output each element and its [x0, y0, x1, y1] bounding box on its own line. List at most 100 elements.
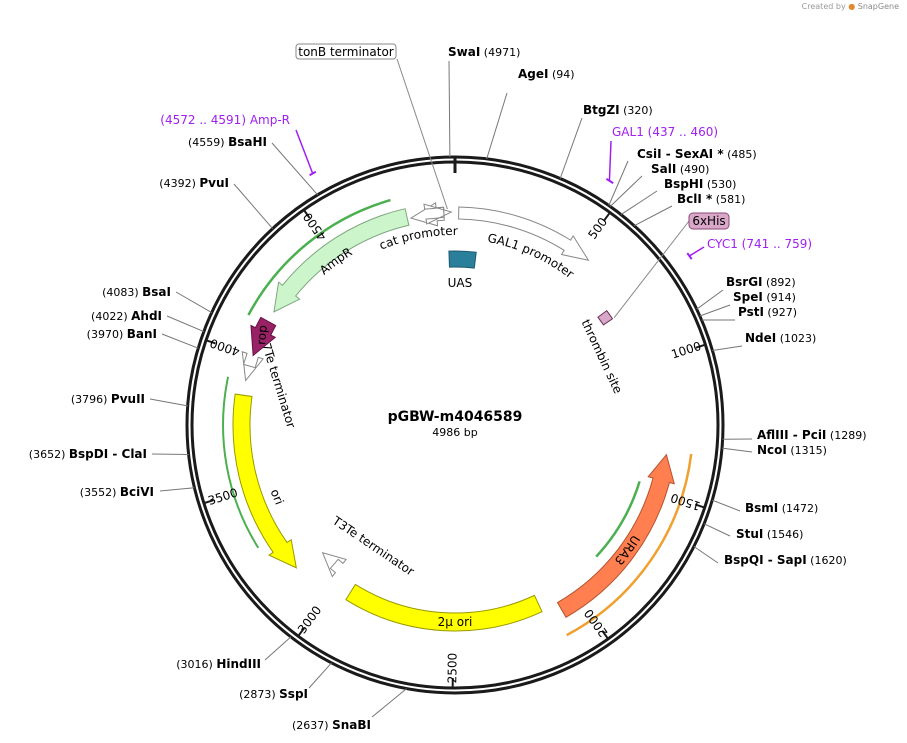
snapgene-logo-icon: ● — [848, 2, 856, 11]
primer-name: GAL1 — [612, 125, 644, 139]
ura3-orf-track — [595, 481, 641, 558]
primer-label: (4572 .. 4591) Amp-R — [160, 113, 290, 127]
site-leader — [699, 304, 731, 317]
site-leader — [448, 60, 451, 158]
site-leader — [371, 688, 407, 718]
gal1-promoter-arrow — [458, 206, 590, 261]
site-leader — [159, 487, 195, 492]
site-position: (3796) — [71, 393, 111, 406]
site-name-secondary: - ClaI — [108, 447, 147, 461]
site-name: SwaI — [448, 45, 480, 59]
site-leader — [696, 289, 724, 310]
restriction-site: (3652) BspDI - ClaI — [29, 447, 147, 461]
primer-range: (4572 .. 4591) — [160, 113, 250, 127]
restriction-site: BtgZI (320) — [583, 103, 653, 117]
primer-label: CYC1 (741 .. 759) — [707, 237, 812, 251]
primer-leader — [295, 129, 314, 174]
restriction-site: AgeI (94) — [518, 67, 575, 81]
site-name: BsrGI — [726, 275, 763, 289]
site-name: SspI — [279, 687, 308, 701]
tick-mark — [297, 627, 305, 636]
site-leader — [703, 523, 731, 537]
tick-mark — [695, 343, 705, 349]
restriction-site: (3016) HindIII — [176, 657, 261, 671]
site-name: NcoI — [757, 443, 787, 457]
site-position: (94) — [548, 68, 574, 81]
site-name: SpeI — [733, 290, 763, 304]
site-leader — [161, 333, 199, 349]
site-name: HindIII — [216, 657, 261, 671]
restriction-site: BspQI - SapI (1620) — [724, 553, 847, 567]
site-leaders — [149, 58, 753, 718]
restriction-site: (2637) SnaBI — [292, 718, 371, 732]
site-leader — [271, 142, 319, 196]
site-leader — [149, 398, 188, 407]
site-leader — [633, 205, 673, 227]
site-position: (1472) — [778, 502, 818, 515]
restriction-site: (2873) SspI — [239, 687, 308, 701]
restriction-site: AflIII - PciI (1289) — [757, 428, 866, 442]
restriction-site: (4559) BsaHI — [188, 135, 267, 149]
restriction-site: SwaI (4971) — [448, 45, 520, 59]
tick-mark — [206, 339, 216, 345]
site-position: (4022) — [91, 310, 131, 323]
site-leader — [559, 117, 583, 179]
primer-bar — [686, 252, 693, 260]
site-leader — [175, 291, 212, 314]
site-position: (3970) — [87, 328, 127, 341]
restriction-site: (3970) BanI — [87, 327, 157, 341]
primer-label: GAL1 (437 .. 460) — [612, 125, 718, 139]
site-name: AhdI — [131, 309, 162, 323]
restriction-site: (3552) BciVI — [80, 485, 154, 499]
site-position: (1315) — [787, 444, 827, 457]
site-leader — [712, 499, 741, 512]
tick-label: 2500 — [445, 653, 459, 684]
tick-label: 1500 — [669, 490, 702, 513]
tonb-terminator-callout — [295, 43, 397, 60]
site-name: BspDI — [69, 447, 108, 461]
site-name: BspQI — [724, 553, 764, 567]
site-labels: SwaI (4971) AgeI (94) BtgZI (320) CsiI - Se… — [29, 43, 866, 732]
tick-label: 4000 — [208, 336, 241, 359]
site-position: (320) — [620, 104, 653, 117]
site-name: BciVI — [120, 485, 154, 499]
site-position: (927) — [764, 306, 797, 319]
primer-range: (741 .. 759) — [738, 237, 812, 251]
site-leader — [721, 447, 753, 453]
site-name: AgeI — [518, 67, 548, 81]
t3te-terminator-label: T3Te terminator — [329, 513, 417, 578]
thrombin-site-block — [597, 309, 614, 326]
restriction-site: StuI (1546) — [736, 527, 803, 541]
site-position: (581) — [712, 193, 745, 206]
site-leader — [233, 183, 273, 229]
site-position: (2637) — [292, 719, 332, 732]
site-name: PvuII — [111, 392, 145, 406]
site-position: (485) — [724, 148, 757, 161]
site-position: (530) — [703, 178, 736, 191]
ura3-arrow — [556, 453, 675, 618]
tick-mark — [694, 503, 705, 509]
tick-mark — [603, 212, 611, 222]
credit-prefix: Created by — [801, 2, 846, 11]
restriction-site: NdeI (1023) — [745, 331, 816, 345]
his-tag-label: 6xHis — [692, 214, 725, 228]
site-name: BclI * — [677, 192, 713, 206]
backbone-inner — [190, 160, 720, 690]
site-position: (1289) — [826, 429, 866, 442]
tonb-terminator-label: tonB terminator — [298, 45, 394, 59]
site-leader — [608, 160, 629, 206]
restriction-site: BsmI (1472) — [745, 501, 818, 515]
site-name-secondary: - SexAI * — [662, 147, 725, 161]
site-name: CsiI — [637, 147, 662, 161]
restriction-site: BsrGI (892) — [726, 275, 796, 289]
site-leader — [264, 636, 292, 661]
site-position: (490) — [676, 163, 709, 176]
thrombin-site-label: thrombin site — [579, 317, 626, 395]
site-leader — [609, 175, 643, 207]
site-name: BtgZI — [583, 103, 620, 117]
restriction-site: CsiI - SexAI * (485) — [637, 147, 757, 161]
ura3-outer-orf-track — [566, 453, 693, 637]
site-position: (4559) — [188, 136, 228, 149]
ampr-arrow — [273, 208, 410, 313]
site-position: (892) — [763, 276, 796, 289]
